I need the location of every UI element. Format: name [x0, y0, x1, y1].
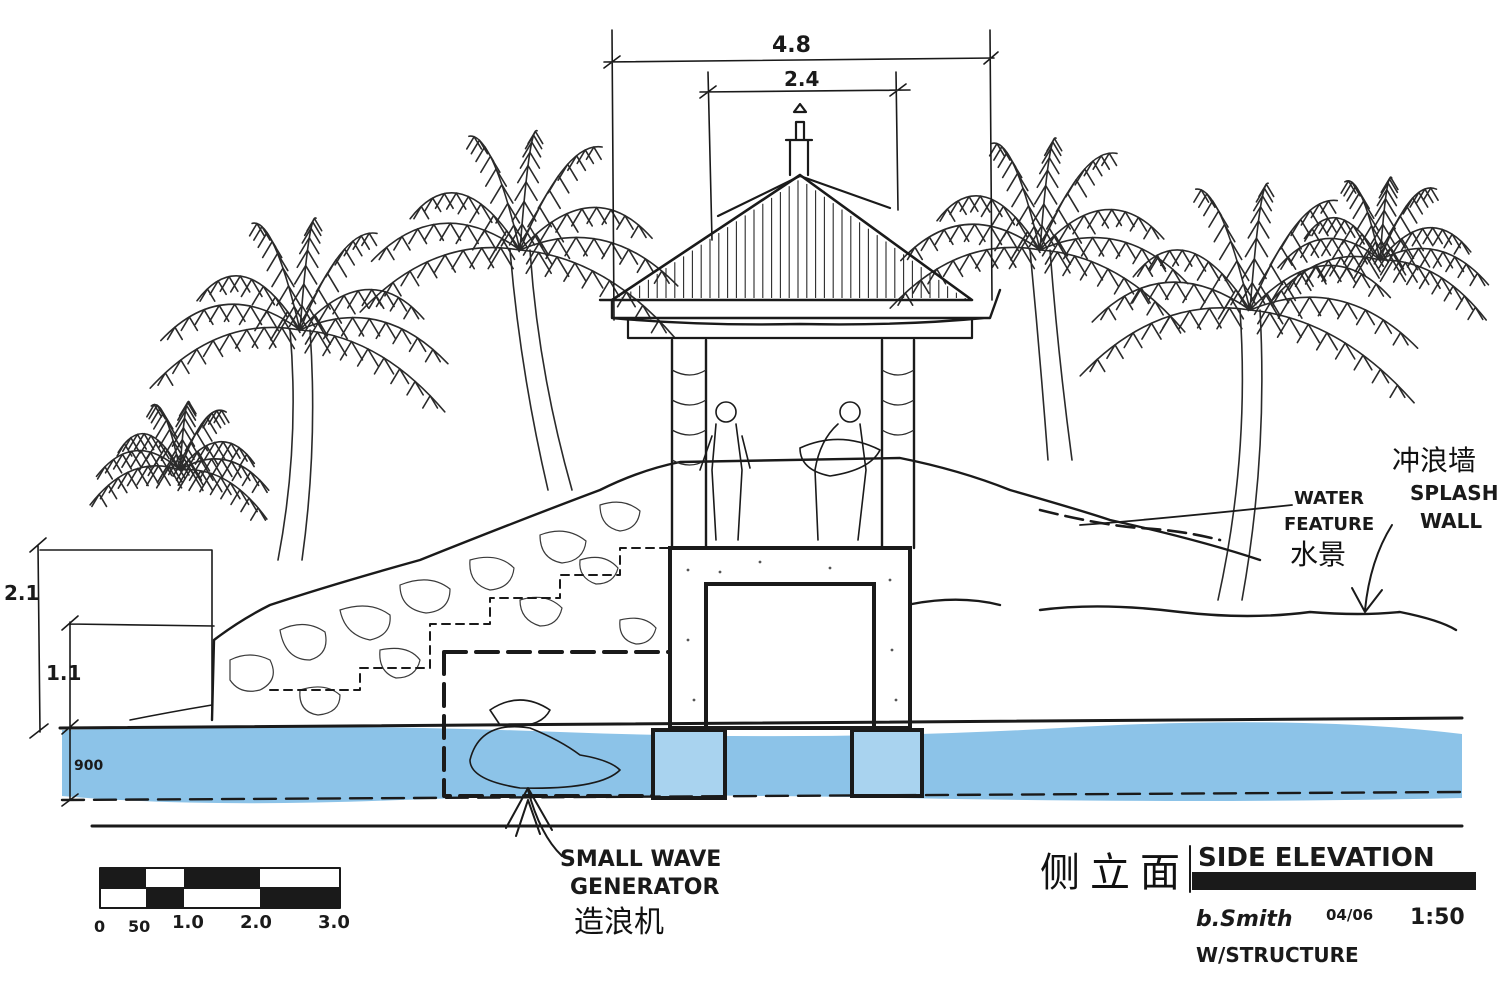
- date: 04/06: [1326, 906, 1373, 924]
- scale-tick-2: 1.0: [172, 912, 204, 933]
- overall-width-label: 4.8: [772, 33, 811, 58]
- author: b.Smith: [1196, 907, 1293, 932]
- title-cn: 侧立面: [1040, 850, 1190, 896]
- scale-tick-1: 50: [128, 917, 150, 936]
- water-feature-en-label-2: FEATURE: [1284, 514, 1374, 535]
- wave-generator-en-label-1: SMALL WAVE: [560, 847, 721, 872]
- wave-generator-en-label-2: GENERATOR: [570, 875, 719, 900]
- leaders: [505, 504, 1393, 857]
- scale-ratio: 1:50: [1410, 905, 1465, 930]
- splash-wall-cn-label: 冲浪墙: [1392, 444, 1476, 477]
- wave-generator-cn-label: 造浪机: [574, 905, 664, 940]
- roof-width-label: 2.4: [784, 67, 819, 91]
- note: W/STRUCTURE: [1196, 943, 1359, 967]
- splash-wall-en-label-2: WALL: [1420, 509, 1482, 533]
- splash-wall-en-label-1: SPLASH: [1410, 481, 1498, 505]
- dimension-lines: [29, 29, 999, 807]
- scale-tick-3: 2.0: [240, 912, 272, 933]
- wall-height-label: 2.1: [4, 581, 39, 605]
- water-feature-cn-label: 水景: [1290, 538, 1346, 571]
- rock-wall: [210, 456, 1458, 722]
- ground-lines: [58, 704, 1464, 828]
- palm-trees: [89, 129, 1490, 601]
- scale-tick-4: 3.0: [318, 912, 350, 933]
- scale-tick-0: 0: [94, 917, 105, 936]
- title-en: SIDE ELEVATION: [1198, 843, 1435, 873]
- water-body: [62, 722, 1462, 804]
- scale-bar: 0 50 1.0 2.0 3.0: [94, 867, 350, 936]
- low-wall-height-label: 1.1: [46, 661, 81, 685]
- title-underline: [1192, 872, 1476, 890]
- title-block: 侧立面 SIDE ELEVATION b.Smith 04/06 1:50 W/…: [1040, 843, 1476, 967]
- water-feature-en-label-1: WATER: [1294, 488, 1364, 509]
- pavilion: [598, 102, 1002, 800]
- water-depth-label: 900: [74, 758, 103, 774]
